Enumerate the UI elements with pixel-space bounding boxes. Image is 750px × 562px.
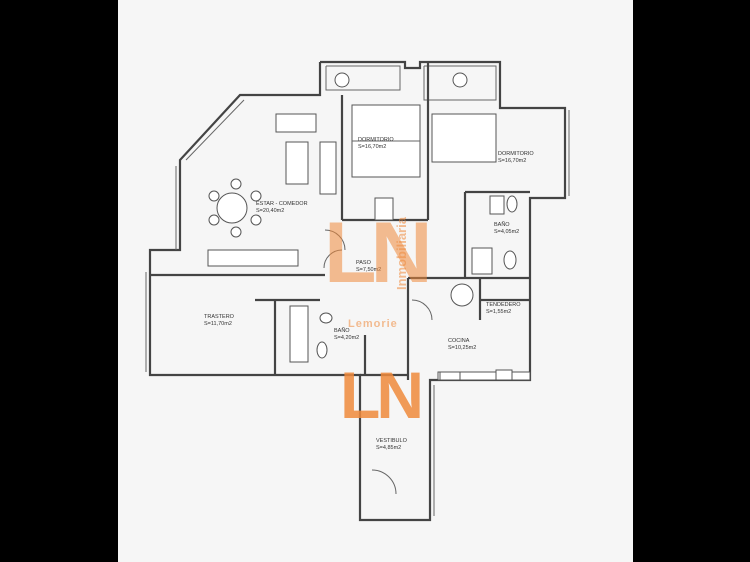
room-label-estar: ESTAR - COMEDOR xyxy=(256,201,308,207)
wardrobe xyxy=(374,197,394,221)
planter xyxy=(452,72,468,88)
room-area-bano2: S=4,20m2 xyxy=(334,335,359,341)
room-area-bano1: S=4,05m2 xyxy=(494,229,519,235)
room-area-dorm2: S=16,70m2 xyxy=(498,158,526,164)
bed xyxy=(431,113,497,163)
room-area-vestibulo: S=4,85m2 xyxy=(376,445,401,451)
armchair xyxy=(319,141,337,195)
sink xyxy=(495,369,513,381)
dining-table xyxy=(216,192,248,224)
room-area-trastero: S=11,70m2 xyxy=(204,321,232,327)
hob xyxy=(439,371,461,381)
room-label-bano2: BAÑO xyxy=(334,327,350,334)
watermark-text-vertical: Inmobiliaria xyxy=(394,217,409,290)
watermark-logo-top: LN xyxy=(324,205,433,301)
coffee-table xyxy=(285,141,309,185)
shower xyxy=(471,247,493,275)
kitchen-table xyxy=(450,283,474,307)
watermark-text-horizontal: Lemorie xyxy=(348,318,398,330)
room-label-bano1: BAÑO xyxy=(494,221,510,228)
room-area-dorm1: S=16,70m2 xyxy=(358,144,386,150)
room-label-dorm1: DORMITORIO xyxy=(358,137,394,143)
sideboard xyxy=(207,249,299,267)
planter xyxy=(334,72,350,88)
washbasin xyxy=(319,312,333,324)
room-area-paso: S=7,50m2 xyxy=(356,267,381,273)
room-label-cocina: COCINA xyxy=(448,338,470,344)
room-label-vestibulo: VESTIBULO xyxy=(376,438,408,444)
room-label-paso: PASO xyxy=(356,260,372,266)
toilet xyxy=(506,195,518,213)
room-label-trastero: TRASTERO xyxy=(204,314,235,320)
room-area-estar: S=20,40m2 xyxy=(256,208,284,214)
room-label-tendedero: TENDEDERO xyxy=(486,302,521,308)
room-label-dorm2: DORMITORIO xyxy=(498,151,534,157)
watermark-logo-bottom: LN xyxy=(340,358,424,432)
bathtub xyxy=(289,305,309,363)
toilet xyxy=(316,341,328,359)
sofa xyxy=(275,113,317,133)
washbasin xyxy=(489,195,505,215)
room-area-tendedero: S=1,55m2 xyxy=(486,309,511,315)
floor-plan-sheet xyxy=(118,0,633,562)
counter xyxy=(437,371,531,381)
room-area-cocina: S=10,25m2 xyxy=(448,345,476,351)
